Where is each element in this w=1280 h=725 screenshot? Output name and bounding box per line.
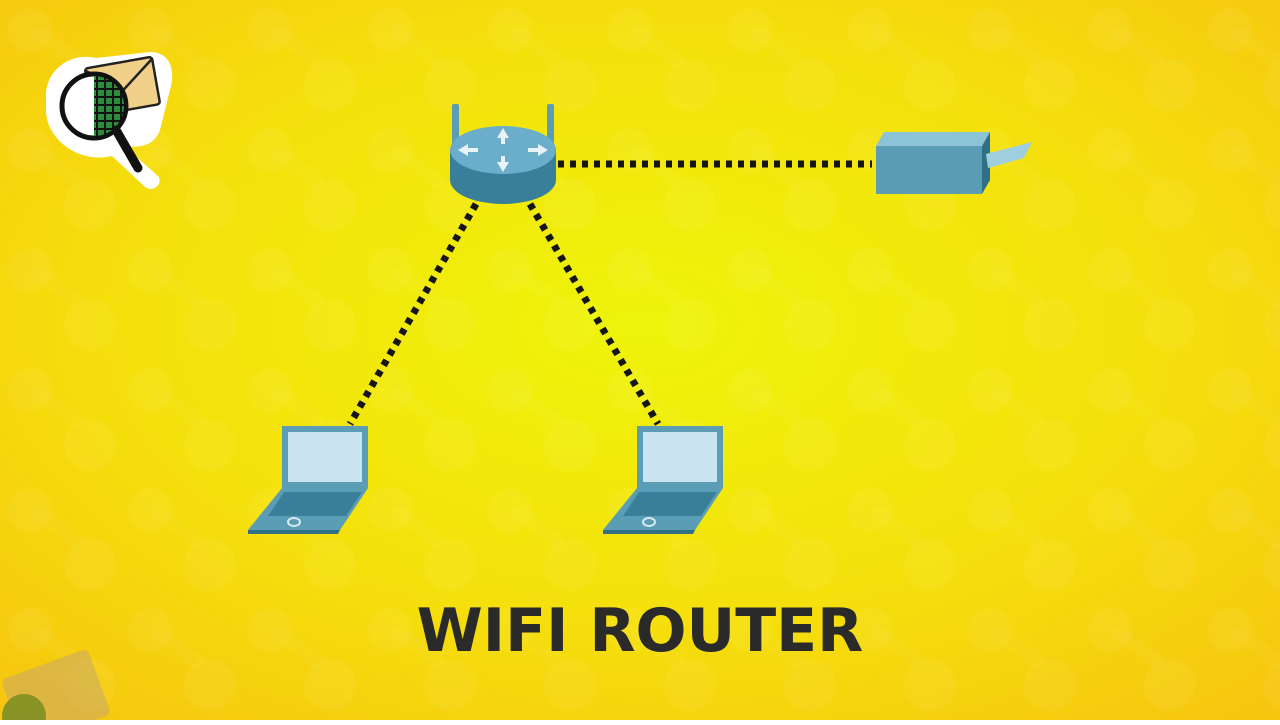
caption-title: WIFI ROUTER: [416, 596, 864, 666]
laptop-icon: [248, 426, 368, 534]
links: [346, 160, 872, 426]
laptop-icon: [603, 426, 723, 534]
router-icon: [450, 104, 556, 204]
logo-magnifier-envelope-icon: [46, 52, 173, 189]
modem-icon: [876, 132, 1032, 194]
